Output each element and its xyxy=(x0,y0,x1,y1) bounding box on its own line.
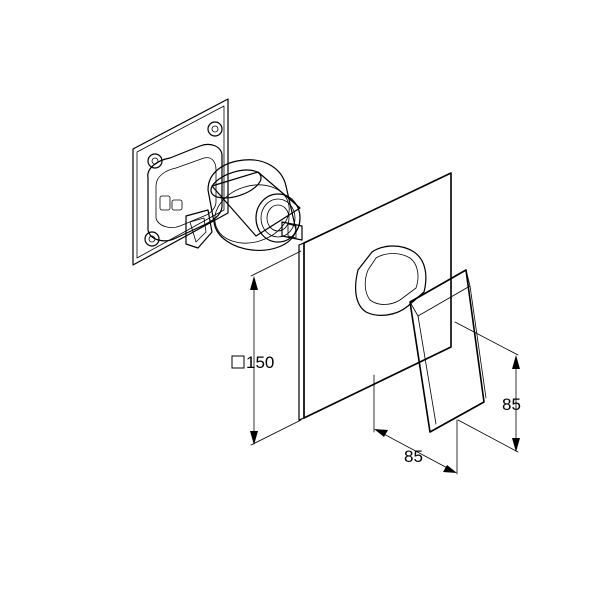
mounting-lug-top xyxy=(207,121,223,137)
cover-plate xyxy=(298,172,452,421)
cover-plate-edge xyxy=(298,242,305,421)
rough-in-body xyxy=(132,98,303,266)
dimension-label-height: 85 xyxy=(502,395,521,414)
cartridge-cylinder xyxy=(207,159,303,251)
dimension-label-plate-size: 150 xyxy=(246,353,274,372)
mounting-lug-bottom xyxy=(144,231,160,247)
bracket xyxy=(185,209,213,249)
valve-housing xyxy=(147,143,223,242)
cartridge-front-face xyxy=(255,193,301,243)
dimension-lever-height: 85 xyxy=(454,321,521,453)
mounting-plate xyxy=(132,98,229,266)
mounting-lug-left xyxy=(147,153,163,169)
dimension-label-depth: 85 xyxy=(404,447,423,466)
cartridge-spindle xyxy=(281,221,303,241)
dimension-plate-height: 150 xyxy=(231,250,302,446)
mixer-lever xyxy=(355,245,487,433)
dimension-depth: 85 xyxy=(373,374,458,475)
lever-base xyxy=(355,245,427,316)
